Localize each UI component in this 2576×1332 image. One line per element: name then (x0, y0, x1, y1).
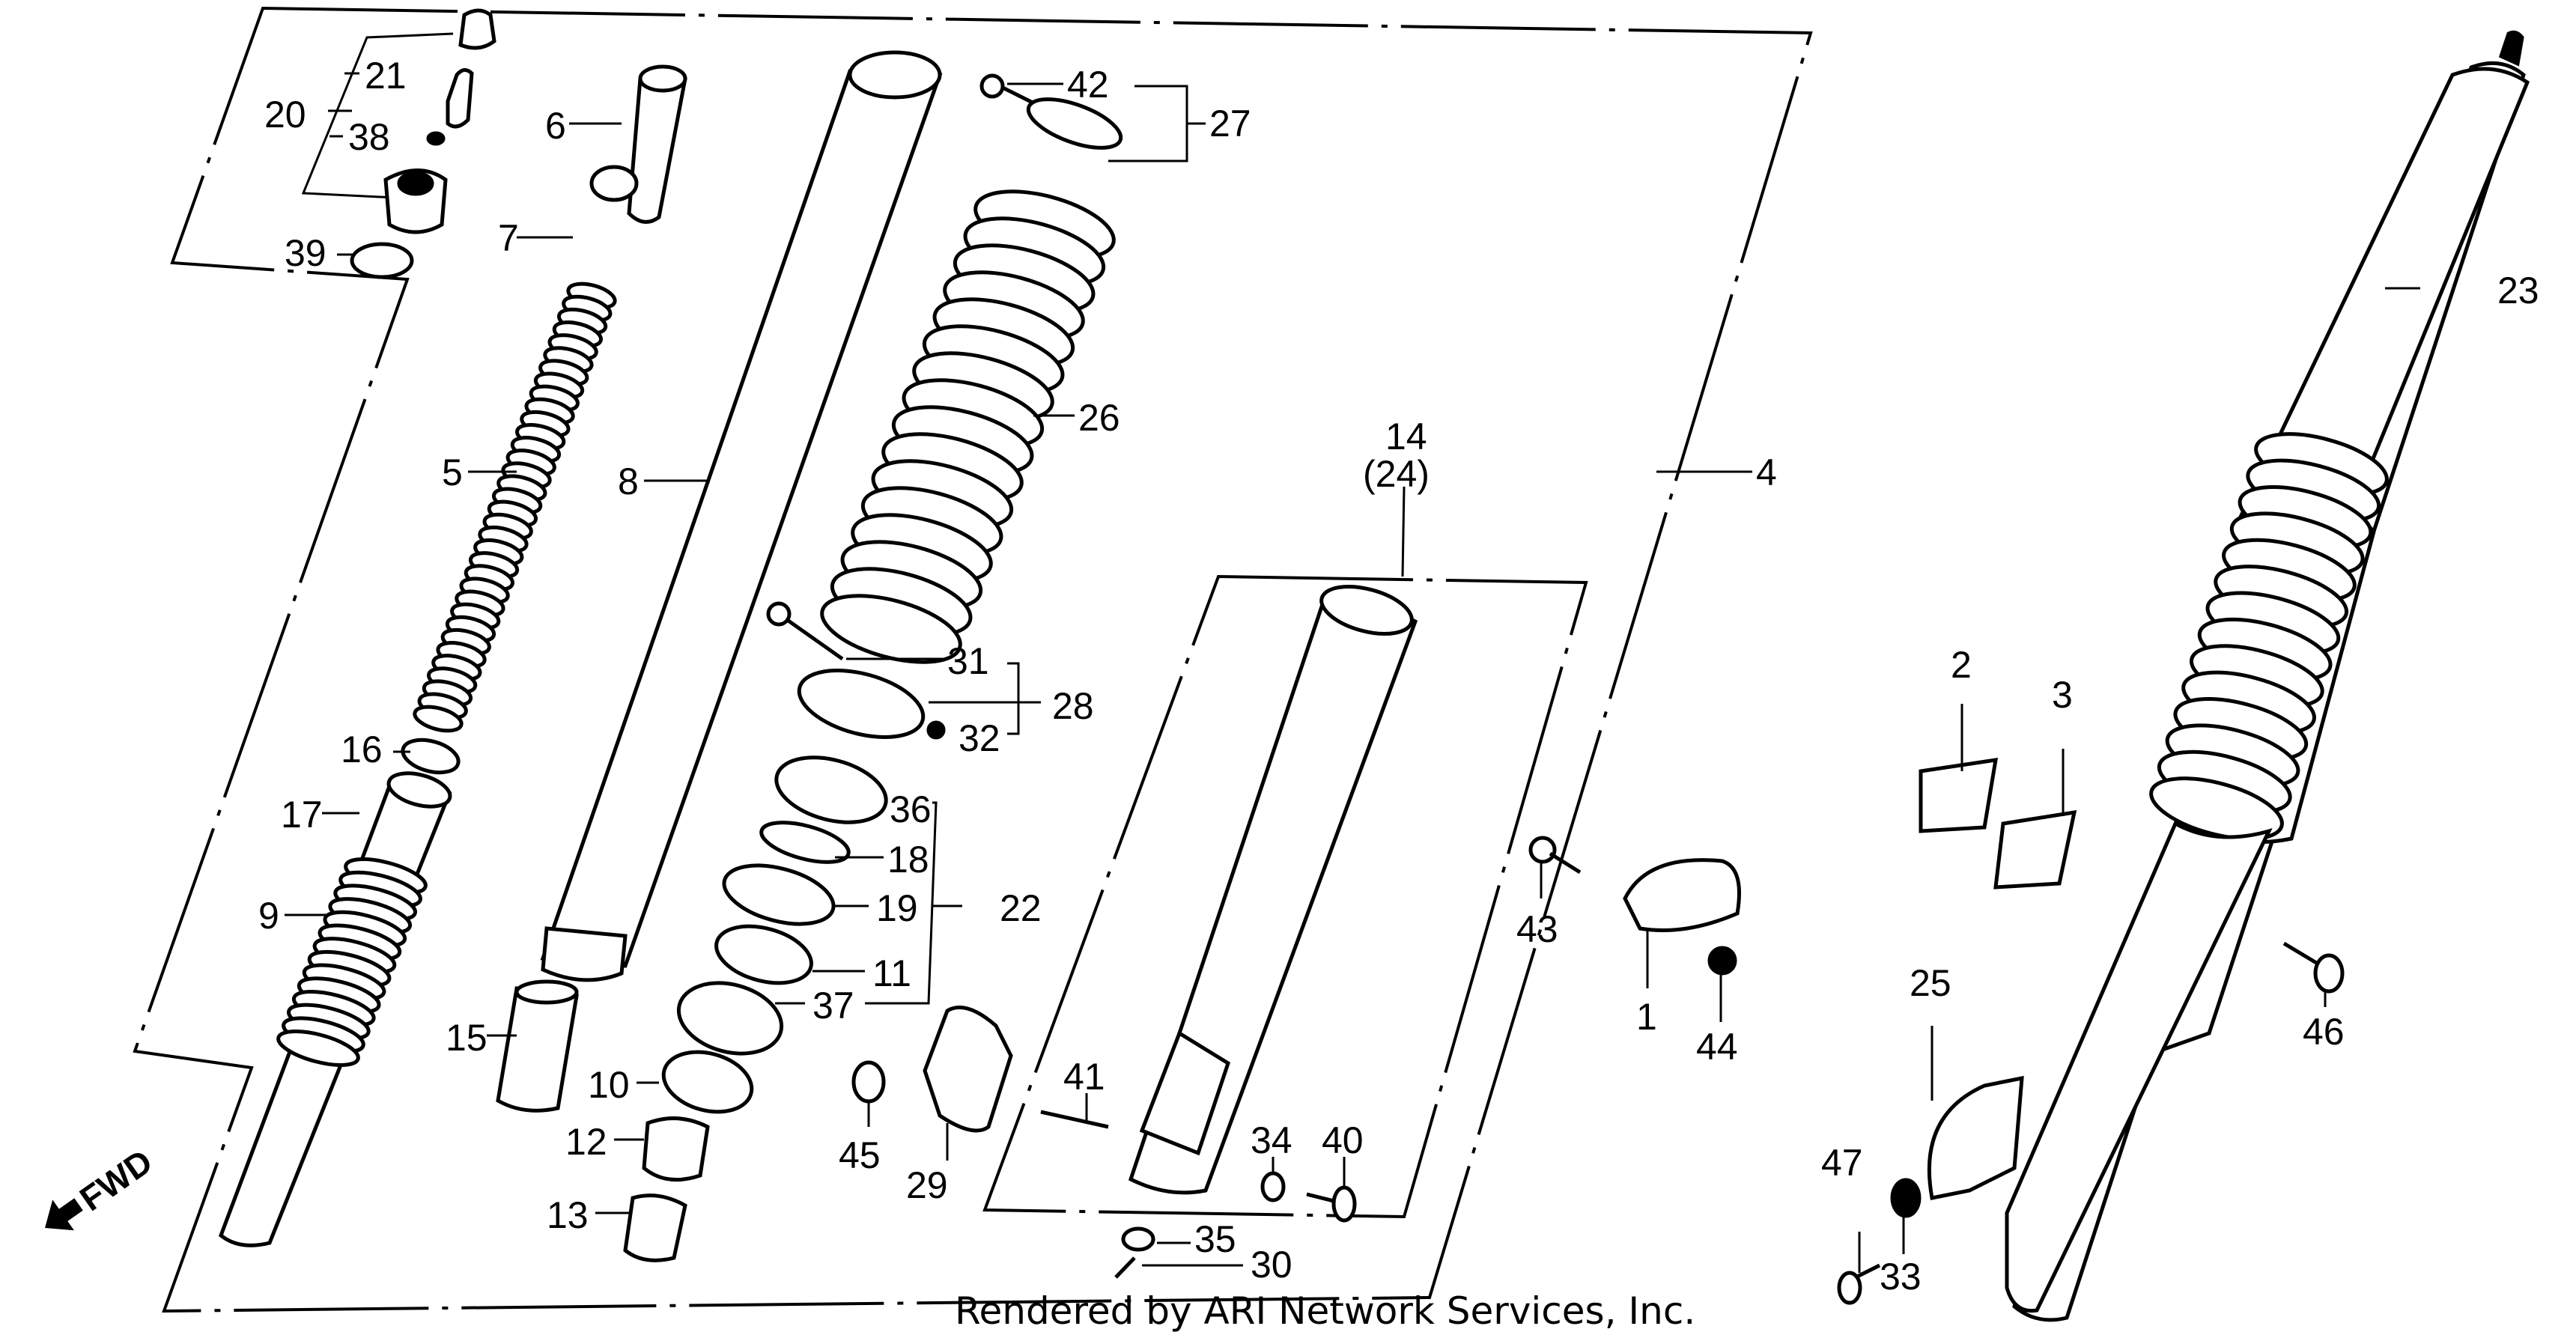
part-25-guard-bracket[interactable] (1927, 1075, 2024, 1200)
callout-42: 42 (1067, 64, 1109, 106)
part-36-seal[interactable] (769, 746, 893, 833)
part-8-fork-tube[interactable] (540, 50, 943, 982)
callout-27: 27 (1209, 103, 1251, 145)
callout-4: 4 (1756, 451, 1777, 493)
part-9-rebound-spring[interactable] (275, 852, 429, 1071)
fwd-label: FWD (73, 1142, 160, 1219)
callout-36: 36 (890, 788, 932, 830)
callout-38: 38 (348, 116, 390, 158)
part-28-clamp[interactable] (766, 601, 946, 749)
part-10-seal[interactable] (657, 1043, 759, 1121)
part-27-clamp[interactable] (979, 73, 1127, 158)
callout-15: 15 (446, 1017, 487, 1059)
callout-2: 2 (1951, 644, 1972, 686)
bracket-20 (301, 32, 454, 200)
part-12-bushing[interactable] (642, 1116, 710, 1182)
part-23-boot-folds (2149, 432, 2389, 841)
callout-44: 44 (1696, 1026, 1738, 1068)
callout-1: 1 (1636, 996, 1657, 1038)
bracket-28 (929, 662, 1041, 735)
part-41-stud[interactable] (1040, 1110, 1109, 1129)
callout-20: 20 (264, 94, 306, 136)
part-1-clamp[interactable] (1623, 858, 1741, 932)
part-20-cap[interactable] (350, 8, 496, 279)
callout-5: 5 (442, 451, 463, 493)
boot23-coil (2149, 776, 2284, 841)
bracket-22 (865, 801, 962, 1005)
callout-19: 19 (876, 887, 918, 929)
callout-14: 14 (1385, 416, 1427, 457)
part-45-nut[interactable] (851, 1060, 886, 1104)
callout-24: (24) (1363, 453, 1430, 495)
part-47-bolt[interactable] (1837, 1263, 1881, 1305)
part-37-bushing[interactable] (671, 972, 790, 1064)
callout-12: 12 (565, 1121, 607, 1163)
part-40-bolt[interactable] (1306, 1185, 1357, 1223)
callout-37: 37 (812, 985, 854, 1027)
callout-6: 6 (545, 105, 566, 147)
part-29-holder[interactable] (923, 1006, 1013, 1133)
callout-41: 41 (1063, 1056, 1105, 1098)
callout-10: 10 (588, 1064, 630, 1106)
callout-40: 40 (1322, 1119, 1364, 1161)
part-30-bolt[interactable] (1114, 1256, 1136, 1279)
part-35-washer[interactable] (1121, 1226, 1155, 1252)
part-3-bracket[interactable] (1993, 809, 2077, 889)
part-44-nut[interactable] (1707, 946, 1737, 976)
part-15-bushing[interactable] (496, 979, 579, 1113)
callout-26: 26 (1078, 397, 1120, 439)
part-18-clip[interactable] (757, 815, 852, 870)
callout-39: 39 (285, 232, 326, 274)
part-14-fork-slider[interactable] (1128, 578, 1418, 1195)
leader-14 (1401, 486, 1406, 577)
callout-16: 16 (341, 729, 383, 770)
part-5-spring[interactable] (412, 279, 617, 735)
part-2-bracket[interactable] (1919, 758, 1999, 833)
spring9-coil (276, 1030, 360, 1067)
callout-9: 9 (258, 895, 279, 937)
callout-43: 43 (1516, 908, 1558, 950)
callout-47: 47 (1821, 1142, 1863, 1184)
callout-28: 28 (1052, 685, 1094, 727)
callout-21: 21 (365, 55, 407, 97)
callout-25: 25 (1910, 962, 1951, 1004)
part-34-washer[interactable] (1260, 1171, 1286, 1202)
part-16-ring[interactable] (399, 735, 462, 778)
callout-17: 17 (281, 794, 323, 836)
callout-45: 45 (839, 1134, 881, 1176)
callout-13: 13 (547, 1194, 589, 1236)
callout-31: 31 (947, 640, 989, 682)
part-7-washer[interactable] (589, 165, 639, 202)
part-46-bolt[interactable] (2282, 941, 2345, 994)
part-23-lower-leg (2005, 821, 2273, 1313)
part-43-bolt[interactable] (1528, 836, 1582, 875)
callout-3: 3 (2052, 674, 2073, 716)
assembly-outline-slider (982, 574, 1588, 1219)
callout-8: 8 (618, 460, 639, 502)
callout-29: 29 (906, 1164, 948, 1206)
callout-33: 33 (1880, 1256, 1922, 1298)
callout-7: 7 (498, 217, 519, 259)
part-26-dust-boot[interactable] (815, 179, 1120, 675)
callout-18: 18 (887, 839, 929, 881)
watermark: Rendered by ARI Network Services, Inc. (955, 1289, 1695, 1332)
fwd-arrow-icon: FWD (45, 1142, 160, 1231)
part-6-collar[interactable] (627, 64, 687, 224)
assembly-outline-main (133, 6, 1813, 1313)
bracket-27 (1108, 85, 1206, 162)
callout-30: 30 (1251, 1244, 1292, 1286)
part-11-washer[interactable] (710, 916, 818, 992)
callout-32: 32 (959, 717, 1000, 759)
part-19-ring[interactable] (717, 855, 839, 934)
callout-22: 22 (1000, 887, 1042, 929)
callout-34: 34 (1251, 1119, 1292, 1161)
boot26-coil (820, 594, 962, 664)
callout-11: 11 (872, 952, 911, 994)
callout-23: 23 (2497, 270, 2539, 311)
part-33-nut[interactable] (1890, 1178, 1922, 1218)
callout-35: 35 (1194, 1218, 1236, 1260)
spring5-coil (413, 705, 464, 733)
part-13-bushing[interactable] (623, 1193, 687, 1262)
callout-46: 46 (2303, 1011, 2345, 1053)
